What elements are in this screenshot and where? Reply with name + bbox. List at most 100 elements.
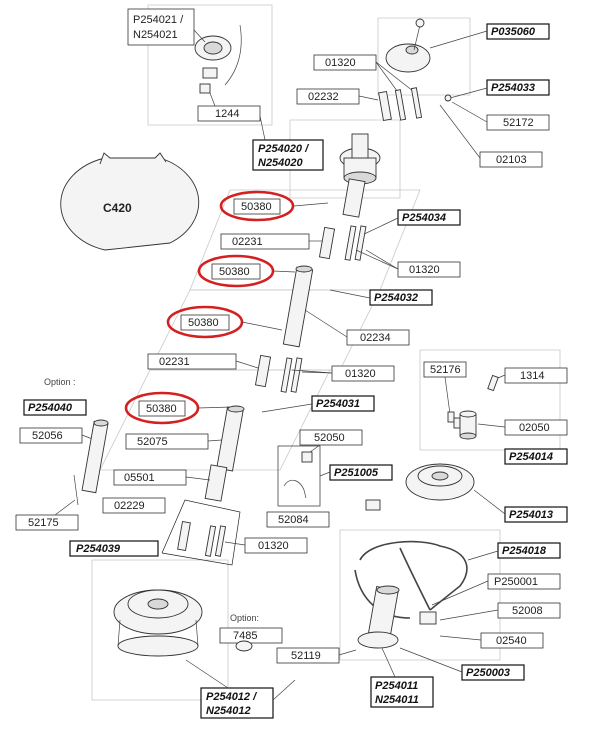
svg-text:P254013: P254013	[509, 509, 553, 521]
pins-bottom	[177, 520, 227, 557]
svg-text:1314: 1314	[520, 370, 544, 382]
bracket-assembly	[194, 24, 242, 94]
svg-text:02229: 02229	[114, 500, 145, 512]
clamp-part	[419, 611, 437, 625]
label-01320-low: 01320	[331, 365, 395, 382]
label-02103: 02103	[479, 151, 543, 168]
svg-text:N254020: N254020	[258, 157, 304, 169]
svg-text:7485: 7485	[233, 630, 257, 642]
clip-part	[365, 499, 381, 511]
svg-text:52008: 52008	[512, 605, 543, 617]
svg-text:50380: 50380	[241, 201, 272, 213]
pins-upper	[318, 225, 367, 261]
label-c420: C420	[103, 201, 132, 215]
label-option-top: Option :	[44, 377, 76, 387]
label-option-bot: Option:	[230, 613, 259, 623]
svg-text:P254040: P254040	[28, 402, 73, 414]
svg-text:52176: 52176	[430, 364, 461, 376]
frame-p254018	[354, 540, 468, 619]
label-52056: 52056	[19, 427, 83, 444]
tube-52075	[204, 405, 245, 502]
svg-text:50380: 50380	[188, 317, 219, 329]
svg-text:1244: 1244	[215, 108, 239, 120]
label-52119: 52119	[276, 647, 340, 664]
label-p254040: P254040	[23, 399, 87, 416]
svg-text:P254020 /: P254020 /	[258, 143, 310, 155]
svg-text:P254039: P254039	[76, 543, 121, 555]
svg-text:02540: 02540	[496, 635, 527, 647]
label-50380-a: 50380	[233, 198, 281, 215]
label-p254014: P254014	[504, 448, 568, 465]
svg-text:P254033: P254033	[491, 82, 535, 94]
label-p250001: P250001	[487, 573, 561, 590]
svg-text:02234: 02234	[360, 332, 391, 344]
svg-text:P250001: P250001	[494, 576, 538, 588]
svg-text:52172: 52172	[503, 117, 534, 129]
knob-part	[385, 18, 431, 73]
tube-52056	[73, 419, 109, 506]
label-52008: 52008	[497, 602, 561, 619]
label-p251005: P251005	[329, 464, 393, 481]
label-p250003: P250003	[461, 664, 525, 681]
svg-text:P254031: P254031	[316, 398, 360, 410]
label-02234: 02234	[346, 329, 410, 346]
svg-text:50380: 50380	[219, 266, 250, 278]
base-p254012	[113, 589, 203, 657]
label-p254021-line2: N254021	[133, 29, 178, 41]
base-tube	[357, 585, 400, 649]
label-01320-bot: 01320	[244, 537, 308, 554]
label-50380-d: 50380	[138, 400, 186, 417]
svg-text:52119: 52119	[291, 650, 321, 662]
svg-text:P254014: P254014	[509, 451, 553, 463]
screws-right	[447, 374, 499, 429]
label-52075: 52075	[125, 433, 209, 450]
label-02231-b: 02231	[147, 353, 237, 370]
label-1244: 1244	[197, 105, 261, 122]
label-p254021-line1: P254021 /	[133, 14, 184, 26]
label-01320-mid: 01320	[397, 261, 461, 278]
svg-text:P254018: P254018	[502, 545, 547, 557]
label-52176: 52176	[423, 361, 467, 378]
label-p254012: P254012 / N254012	[200, 687, 274, 719]
label-02231-a: 02231	[220, 233, 310, 250]
label-05501: 05501	[113, 469, 187, 486]
svg-text:52050: 52050	[314, 432, 345, 444]
svg-text:01320: 01320	[345, 368, 376, 380]
svg-text:P035060: P035060	[491, 26, 536, 38]
label-52084: 52084	[266, 511, 330, 528]
wheel-p254013	[405, 463, 475, 501]
label-7485: 7485	[219, 627, 283, 644]
highlight-50380-a	[219, 190, 295, 222]
label-p254013: P254013	[504, 506, 568, 523]
svg-text:02231: 02231	[159, 356, 190, 368]
label-p254034: P254034	[397, 209, 461, 226]
label-p254032: P254032	[369, 289, 433, 306]
frame-p251005	[277, 445, 321, 507]
label-p254011: P254011 N254011	[370, 676, 434, 708]
handle-part	[283, 451, 313, 499]
svg-text:02050: 02050	[519, 422, 550, 434]
label-52050: 52050	[299, 429, 363, 446]
svg-text:50380: 50380	[146, 403, 177, 415]
svg-text:01320: 01320	[258, 540, 289, 552]
label-52175: 52175	[15, 514, 79, 531]
svg-text:P251005: P251005	[334, 467, 379, 479]
c420-profile: C420	[60, 152, 200, 251]
svg-text:52075: 52075	[137, 436, 168, 448]
label-02229: 02229	[102, 497, 166, 514]
svg-text:N254012: N254012	[206, 705, 251, 717]
svg-text:02231: 02231	[232, 236, 263, 248]
label-50380-b: 50380	[211, 263, 261, 280]
svg-text:52084: 52084	[278, 514, 309, 526]
label-1314: 1314	[504, 367, 568, 384]
label-02540: 02540	[480, 632, 544, 649]
label-p254033: P254033	[486, 79, 550, 96]
label-p254020: P254020 / N254020	[252, 139, 324, 171]
svg-text:02232: 02232	[308, 91, 339, 103]
label-50380-c: 50380	[180, 314, 230, 331]
svg-text:P254012 /: P254012 /	[206, 691, 258, 703]
label-02050: 02050	[504, 419, 568, 436]
label-p035060: P035060	[486, 23, 550, 40]
svg-text:01320: 01320	[409, 264, 440, 276]
